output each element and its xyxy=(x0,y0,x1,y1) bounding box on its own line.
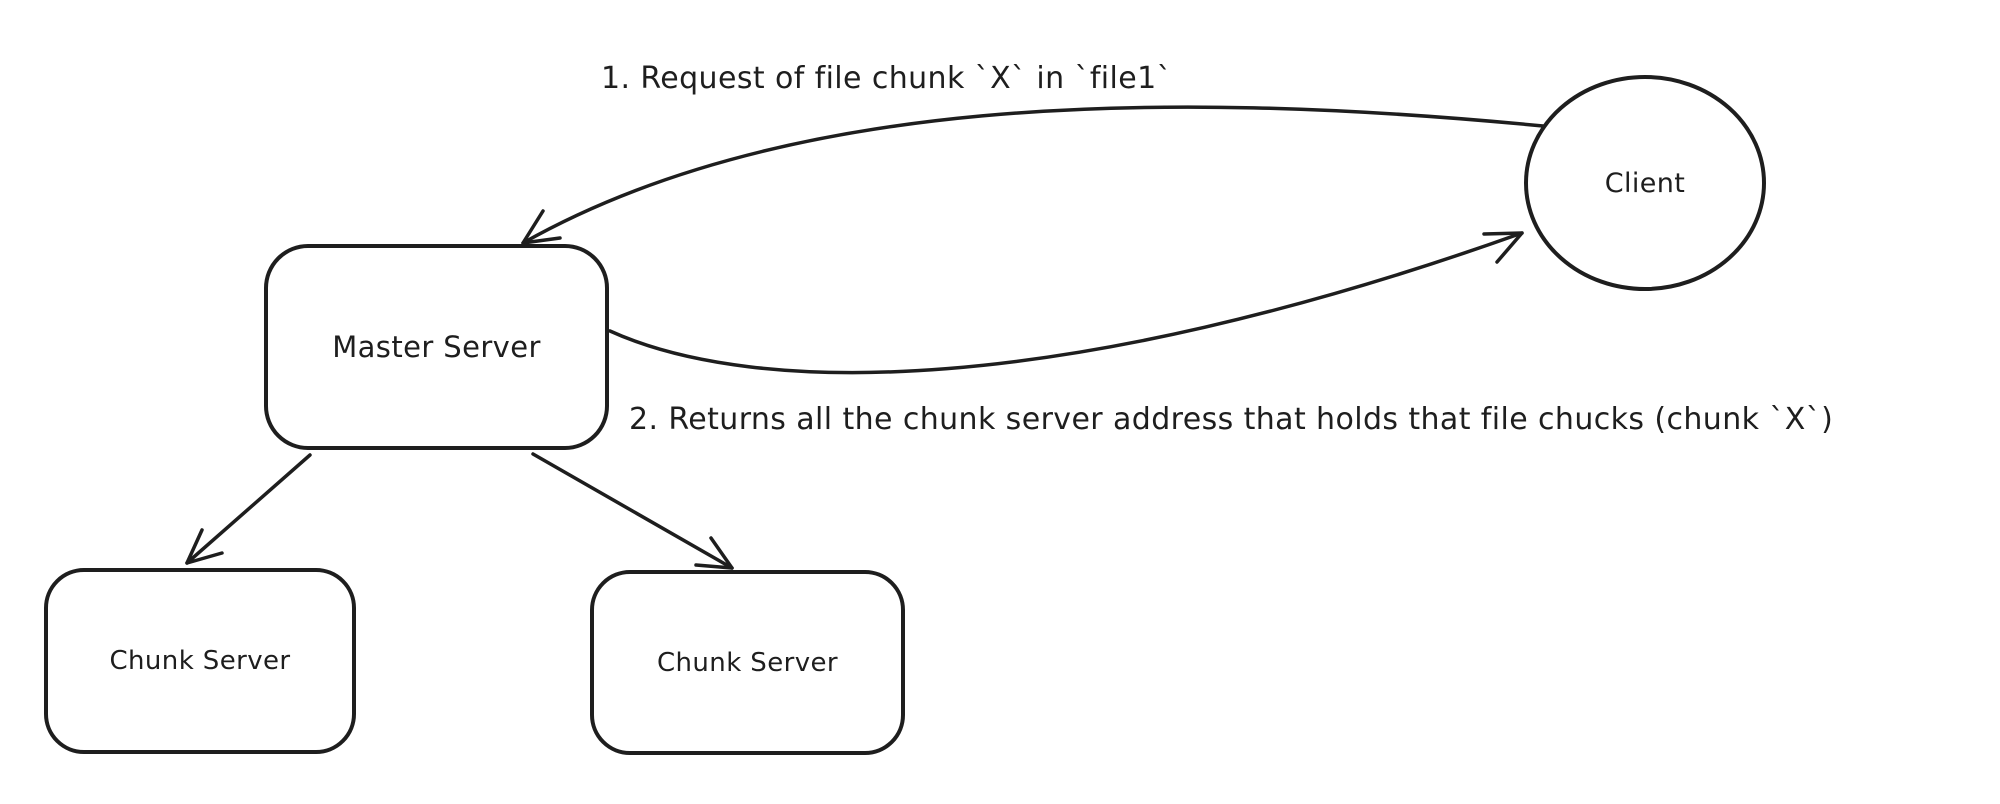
edge-client-to-master[interactable] xyxy=(521,105,1545,245)
chunk-server-left-box[interactable] xyxy=(44,568,356,754)
edge-master-to-chunk-right[interactable] xyxy=(531,452,734,570)
edge-client-to-master-line[interactable] xyxy=(521,105,1545,245)
edge-master-to-client[interactable] xyxy=(608,231,1524,375)
edge-master-to-chunk-left-line[interactable] xyxy=(185,453,312,565)
annotation-step-2[interactable]: 2. Returns all the chunk server address … xyxy=(629,402,1834,437)
arrowhead-at-master xyxy=(521,209,562,245)
edge-master-to-client-line[interactable] xyxy=(608,231,1524,375)
arrowhead-at-client xyxy=(1482,231,1524,264)
client-label[interactable]: Client xyxy=(1604,167,1686,199)
edge-master-to-chunk-right-line[interactable] xyxy=(531,452,734,570)
chunk-server-right-box[interactable] xyxy=(590,570,905,755)
arrowhead-at-chunk-right xyxy=(694,536,734,570)
annotation-step-1[interactable]: 1. Request of file chunk `X` in `file1` xyxy=(601,61,1173,96)
arrowhead-at-chunk-left xyxy=(185,528,224,565)
master-server-box[interactable] xyxy=(264,244,609,450)
chunk-server-right-label[interactable]: Chunk Server xyxy=(657,647,838,678)
edge-master-to-chunk-left[interactable] xyxy=(185,453,312,565)
chunk-server-left-label[interactable]: Chunk Server xyxy=(109,646,291,676)
client-circle[interactable] xyxy=(1524,75,1766,291)
master-server-label[interactable]: Master Server xyxy=(332,330,541,364)
